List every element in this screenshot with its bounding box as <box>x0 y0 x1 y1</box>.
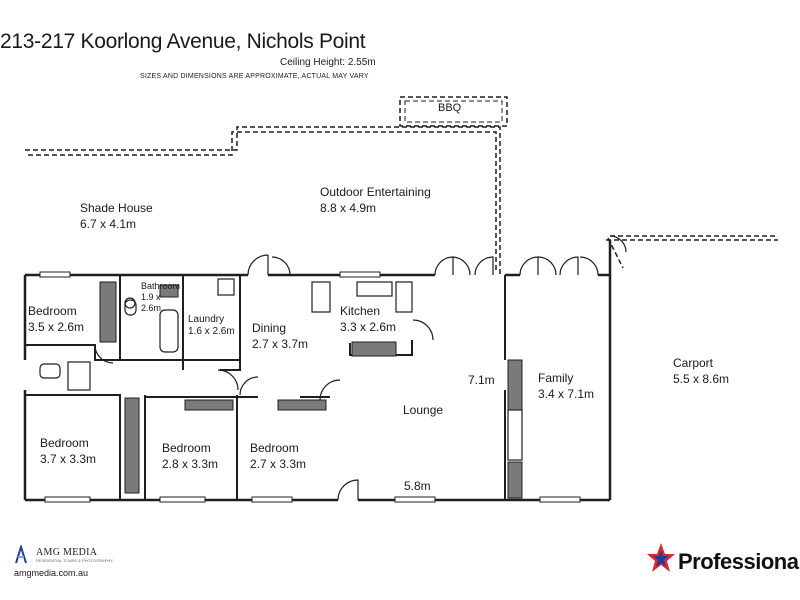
room-laundry: Laundry 1.6 x 2.6m <box>188 314 235 338</box>
room-name: Bedroom <box>250 441 299 455</box>
room-size: 8.8 x 4.9m <box>320 201 377 215</box>
room-outdoor-entertaining: Outdoor Entertaining 8.8 x 4.9m <box>320 184 431 216</box>
room-name: Dining <box>252 321 287 335</box>
interior-walls <box>25 275 506 500</box>
lounge-dim-vertical: 7.1m <box>468 373 495 387</box>
room-kitchen: Kitchen 3.3 x 2.6m <box>340 303 396 335</box>
room-size: 5.5 x 8.6m <box>673 372 730 386</box>
dashed-outlines <box>25 96 778 275</box>
room-carport: Carport 5.5 x 8.6m <box>673 355 729 387</box>
room-size: 3.4 x 7.1m <box>538 387 595 401</box>
room-size: 3.7 x 3.3m <box>40 452 97 466</box>
fridge <box>311 281 331 313</box>
shower <box>67 361 91 391</box>
room-name: Bathroom <box>141 281 181 291</box>
doors <box>94 235 627 501</box>
room-shade-house: Shade House 6.7 x 4.1m <box>80 200 153 232</box>
room-bedroom-nw: Bedroom 3.5 x 2.6m <box>28 303 84 335</box>
ceiling-height: Ceiling Height: 2.55m <box>280 57 376 68</box>
laundry-tub <box>217 278 235 296</box>
amg-icon <box>15 545 27 564</box>
room-family: Family 3.4 x 7.1m <box>538 370 594 402</box>
room-bedroom-sw: Bedroom 3.7 x 3.3m <box>40 435 96 467</box>
room-bedroom-3: Bedroom 2.7 x 3.3m <box>250 440 306 472</box>
room-size-2: 2.6m <box>141 303 162 313</box>
room-name: Lounge <box>403 403 444 417</box>
room-name: Family <box>538 371 574 385</box>
stove <box>395 281 413 313</box>
room-name: Bedroom <box>28 304 77 318</box>
room-size: 1.9 x <box>141 292 161 302</box>
room-name: Bedroom <box>40 436 89 450</box>
room-lounge: Lounge <box>403 402 443 418</box>
room-size: 1.6 x 2.6m <box>188 326 235 337</box>
lounge-dim-horizontal: 5.8m <box>404 479 431 493</box>
room-size: 2.7 x 3.7m <box>252 337 309 351</box>
room-size: 2.8 x 3.3m <box>162 457 219 471</box>
brand-name: Professiona <box>678 549 799 574</box>
ensuite-basin <box>39 363 61 379</box>
toilet <box>124 299 137 316</box>
bathtub <box>159 309 179 353</box>
room-name: Laundry <box>188 314 225 325</box>
bbq-label: BBQ <box>438 102 462 114</box>
sink <box>356 281 393 297</box>
cabinetry <box>99 281 523 499</box>
amg-url: amgmedia.com.au <box>14 568 89 578</box>
room-dining: Dining 2.7 x 3.7m <box>252 320 308 352</box>
listing-title: 213-217 Koorlong Avenue, Nichols Point <box>0 30 366 53</box>
windows <box>39 271 581 503</box>
room-size: 3.3 x 2.6m <box>340 320 397 334</box>
room-bathroom: Bathroom 1.9 x 2.6m <box>141 281 180 314</box>
room-name: Kitchen <box>340 304 381 318</box>
room-size: 6.7 x 4.1m <box>80 217 137 231</box>
bbq-outline <box>399 96 508 127</box>
room-size: 2.7 x 3.3m <box>250 457 307 471</box>
room-name: Shade House <box>80 201 153 215</box>
amg-tagline: RESIDENTIAL TOURS & PHOTOGRAPHY <box>36 558 113 563</box>
tv-unit <box>507 409 523 461</box>
room-size: 3.5 x 2.6m <box>28 320 85 334</box>
amg-name: AMG MEDIA <box>36 547 98 558</box>
room-bedroom-2: Bedroom 2.8 x 3.3m <box>162 440 218 472</box>
room-name: Carport <box>673 356 714 370</box>
basin <box>124 297 136 309</box>
room-name: Bedroom <box>162 441 211 455</box>
disclaimer: SIZES AND DIMENSIONS ARE APPROXIMATE, AC… <box>140 73 369 80</box>
star-icon <box>647 543 675 572</box>
room-name: Outdoor Entertaining <box>320 185 431 199</box>
